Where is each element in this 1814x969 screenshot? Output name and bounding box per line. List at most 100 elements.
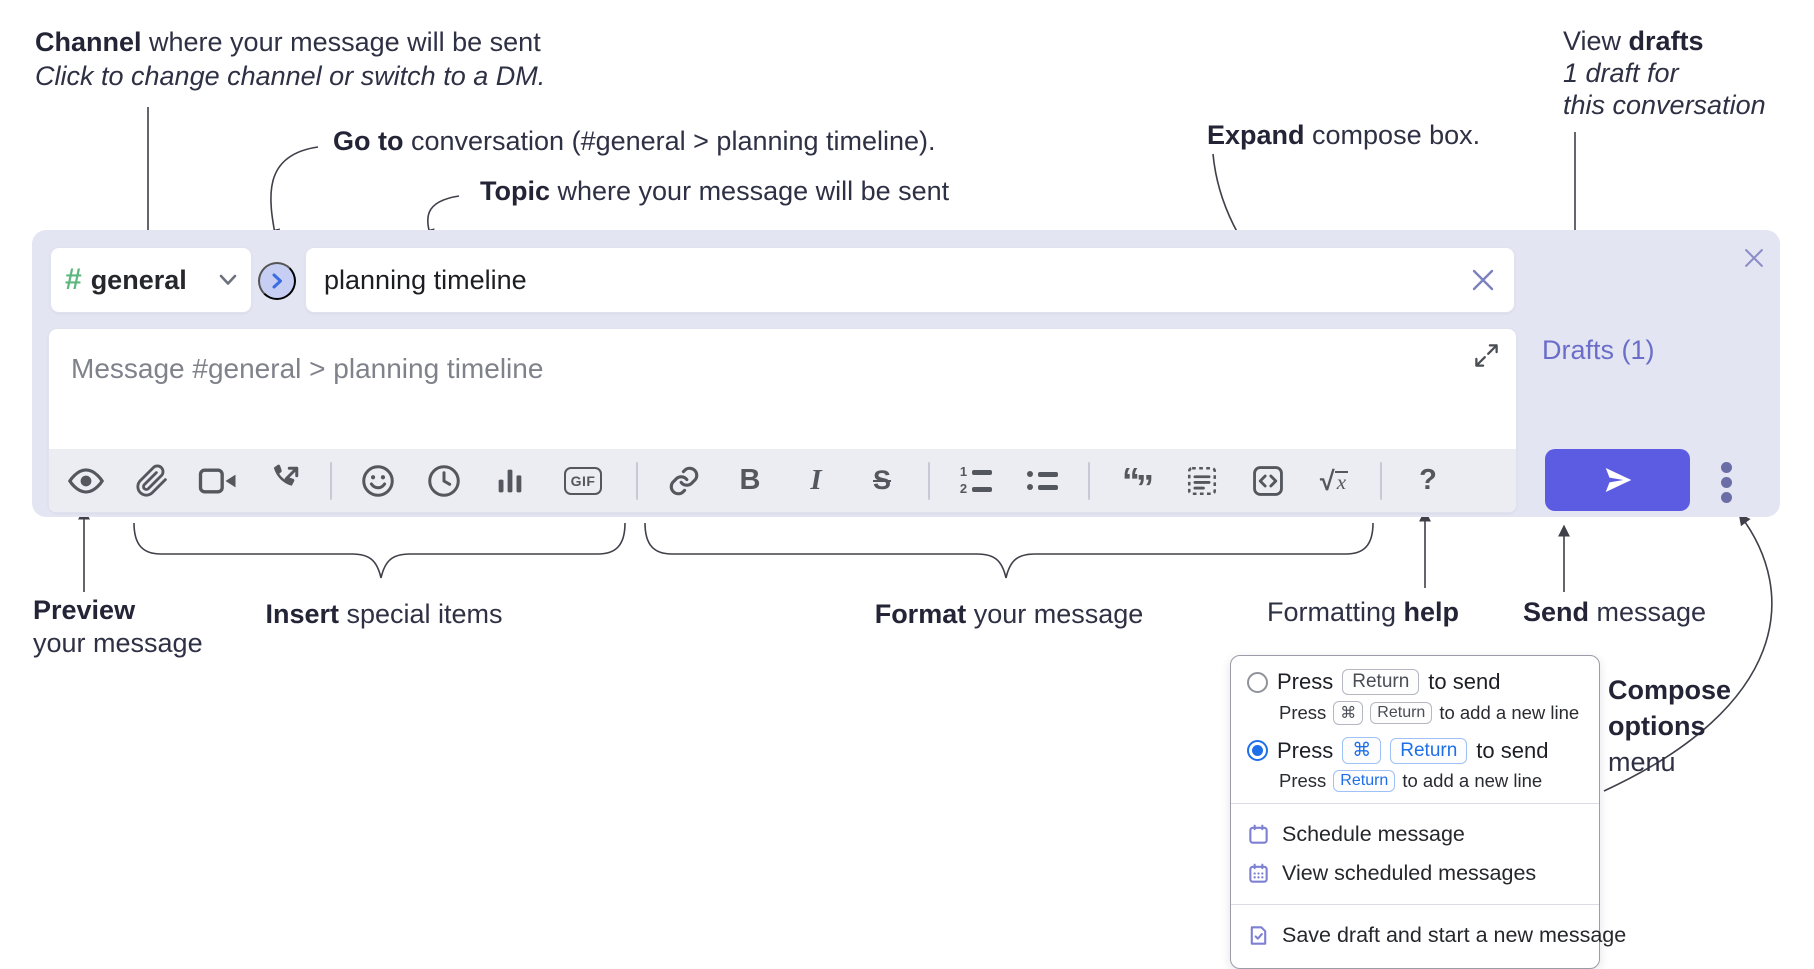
compose-options-button[interactable]: [1710, 458, 1742, 506]
gif-icon: GIF: [563, 466, 603, 495]
brace-format: [644, 522, 1374, 579]
menu-divider: [1231, 904, 1599, 905]
close-icon: [1745, 249, 1763, 267]
gif-button[interactable]: GIF: [556, 459, 610, 503]
preview-button[interactable]: [66, 459, 106, 503]
phone-call-icon: [273, 464, 299, 486]
channel-name: general: [90, 264, 187, 295]
math-formula-button[interactable]: √ x: [1314, 459, 1354, 503]
inline-code-button[interactable]: [1248, 459, 1288, 503]
blockquote-button[interactable]: “”: [1116, 459, 1156, 508]
option-cmd-return-subtext: Press Return to add a new line: [1279, 770, 1543, 792]
draft-check-icon: [1247, 924, 1270, 947]
cmd-key: ⌘: [1333, 701, 1364, 725]
toolbar-divider: [1380, 461, 1382, 500]
bar-chart-icon: [498, 469, 522, 492]
drafts-link[interactable]: Drafts (1): [1542, 335, 1655, 365]
annotation-format: Format your message: [874, 599, 1144, 629]
poll-button[interactable]: [490, 459, 530, 503]
eye-icon: [68, 467, 104, 494]
square-root-icon: √ x: [1319, 465, 1349, 496]
menu-divider: [1231, 803, 1599, 804]
code-block-icon: [1187, 466, 1217, 495]
code-icon: [1253, 465, 1283, 496]
italic-button[interactable]: I: [796, 459, 836, 503]
link-button[interactable]: [664, 459, 704, 503]
annotation-channel-sub: Click to change channel or switch to a D…: [35, 61, 546, 91]
toolbar-divider: [1088, 461, 1090, 500]
kebab-menu-icon: [1720, 461, 1732, 473]
annotation-formatting-help: Formatting help: [1267, 597, 1460, 627]
return-key: Return: [1390, 737, 1468, 764]
menu-item-schedule-message[interactable]: Schedule message: [1231, 815, 1599, 854]
annotation-view-drafts: View drafts 1 draft for this conversatio…: [1563, 26, 1766, 120]
send-icon: [1605, 468, 1631, 492]
radio-selected-icon[interactable]: [1247, 740, 1268, 761]
radio-unselected-icon[interactable]: [1247, 671, 1268, 693]
message-area[interactable]: Message #general > planning timeline: [48, 328, 1517, 513]
video-camera-icon: [198, 468, 236, 493]
link-icon: [669, 466, 699, 495]
emoji-smile-icon: [362, 464, 394, 497]
bulleted-list-button[interactable]: [1022, 459, 1062, 503]
topic-input[interactable]: [324, 264, 1470, 296]
message-placeholder: Message #general > planning timeline: [71, 353, 544, 384]
compose-options-menu: Press Return to send Press ⌘ Return to a…: [1230, 655, 1626, 969]
annotation-send: Send message: [1523, 597, 1707, 627]
send-button[interactable]: [1545, 449, 1690, 511]
clear-topic-button[interactable]: [1470, 267, 1496, 293]
line-goto: [268, 146, 319, 242]
annotation-channel-bold: Channel: [35, 27, 142, 57]
calendar-icon: [1247, 823, 1270, 846]
attach-file-button[interactable]: [132, 459, 172, 503]
chevron-right-icon: [272, 273, 282, 289]
option-return-to-send[interactable]: Press Return to send: [1231, 669, 1599, 695]
cmd-key: ⌘: [1342, 737, 1382, 764]
formatting-help-button[interactable]: ?: [1408, 459, 1448, 503]
menu-item-view-scheduled[interactable]: View scheduled messages: [1231, 854, 1599, 893]
channel-hash-icon: #: [65, 263, 82, 296]
brace-insert: [133, 522, 626, 579]
compose-box: # general Message #general > planning ti…: [32, 230, 1780, 517]
bold-button[interactable]: B: [730, 459, 770, 503]
topic-field[interactable]: [305, 247, 1515, 313]
return-key: Return: [1342, 669, 1420, 695]
compose-toolbar: GIF B I S 1 2: [49, 449, 1516, 512]
option-cmd-return-to-send[interactable]: Press ⌘ Return to send: [1231, 737, 1599, 764]
toolbar-divider: [330, 461, 332, 500]
toolbar-divider: [636, 461, 638, 500]
return-key: Return: [1333, 770, 1396, 792]
annotation-channel: Channel where your message will be sent …: [35, 27, 546, 91]
chevron-down-icon: [219, 274, 237, 285]
annotation-preview: Preview your message: [33, 595, 203, 658]
return-key: Return: [1370, 702, 1433, 724]
menu-item-save-draft[interactable]: Save draft and start a new message: [1231, 916, 1626, 955]
toolbar-divider: [928, 461, 930, 500]
recent-items-button[interactable]: [424, 459, 464, 503]
page: { "annotations": { "channel": {"bold": "…: [32, 26, 1780, 969]
emoji-button[interactable]: [358, 459, 398, 503]
quote-icon: “”: [1122, 459, 1154, 508]
annotation-goto: Go to conversation (#general > planning …: [333, 126, 936, 156]
strikethrough-button[interactable]: S: [862, 459, 902, 503]
goto-conversation-button[interactable]: [258, 262, 296, 300]
code-block-button[interactable]: [1182, 459, 1222, 503]
channel-selector[interactable]: # general: [50, 247, 252, 313]
annotation-compose-options: Compose options menu: [1608, 675, 1732, 777]
annotation-insert: Insert special items: [265, 599, 503, 629]
video-clip-button[interactable]: [198, 459, 238, 503]
option-return-subtext: Press ⌘ Return to add a new line: [1279, 701, 1580, 725]
expand-icon: [1475, 344, 1498, 367]
close-compose-button[interactable]: [1737, 241, 1771, 275]
expand-compose-button[interactable]: [1473, 342, 1500, 369]
audio-call-button[interactable]: [264, 459, 304, 503]
calendar-grid-icon: [1247, 862, 1270, 885]
annotation-topic: Topic where your message will be sent: [480, 176, 950, 206]
clock-icon: [428, 464, 460, 497]
bulleted-list-icon: [1026, 471, 1058, 490]
clear-x-icon: [1472, 269, 1494, 291]
ordered-list-icon: 1 2: [960, 465, 993, 495]
paperclip-icon: [136, 464, 167, 497]
ordered-list-button[interactable]: 1 2: [956, 459, 996, 503]
annotation-expand: Expand compose box.: [1207, 120, 1481, 150]
